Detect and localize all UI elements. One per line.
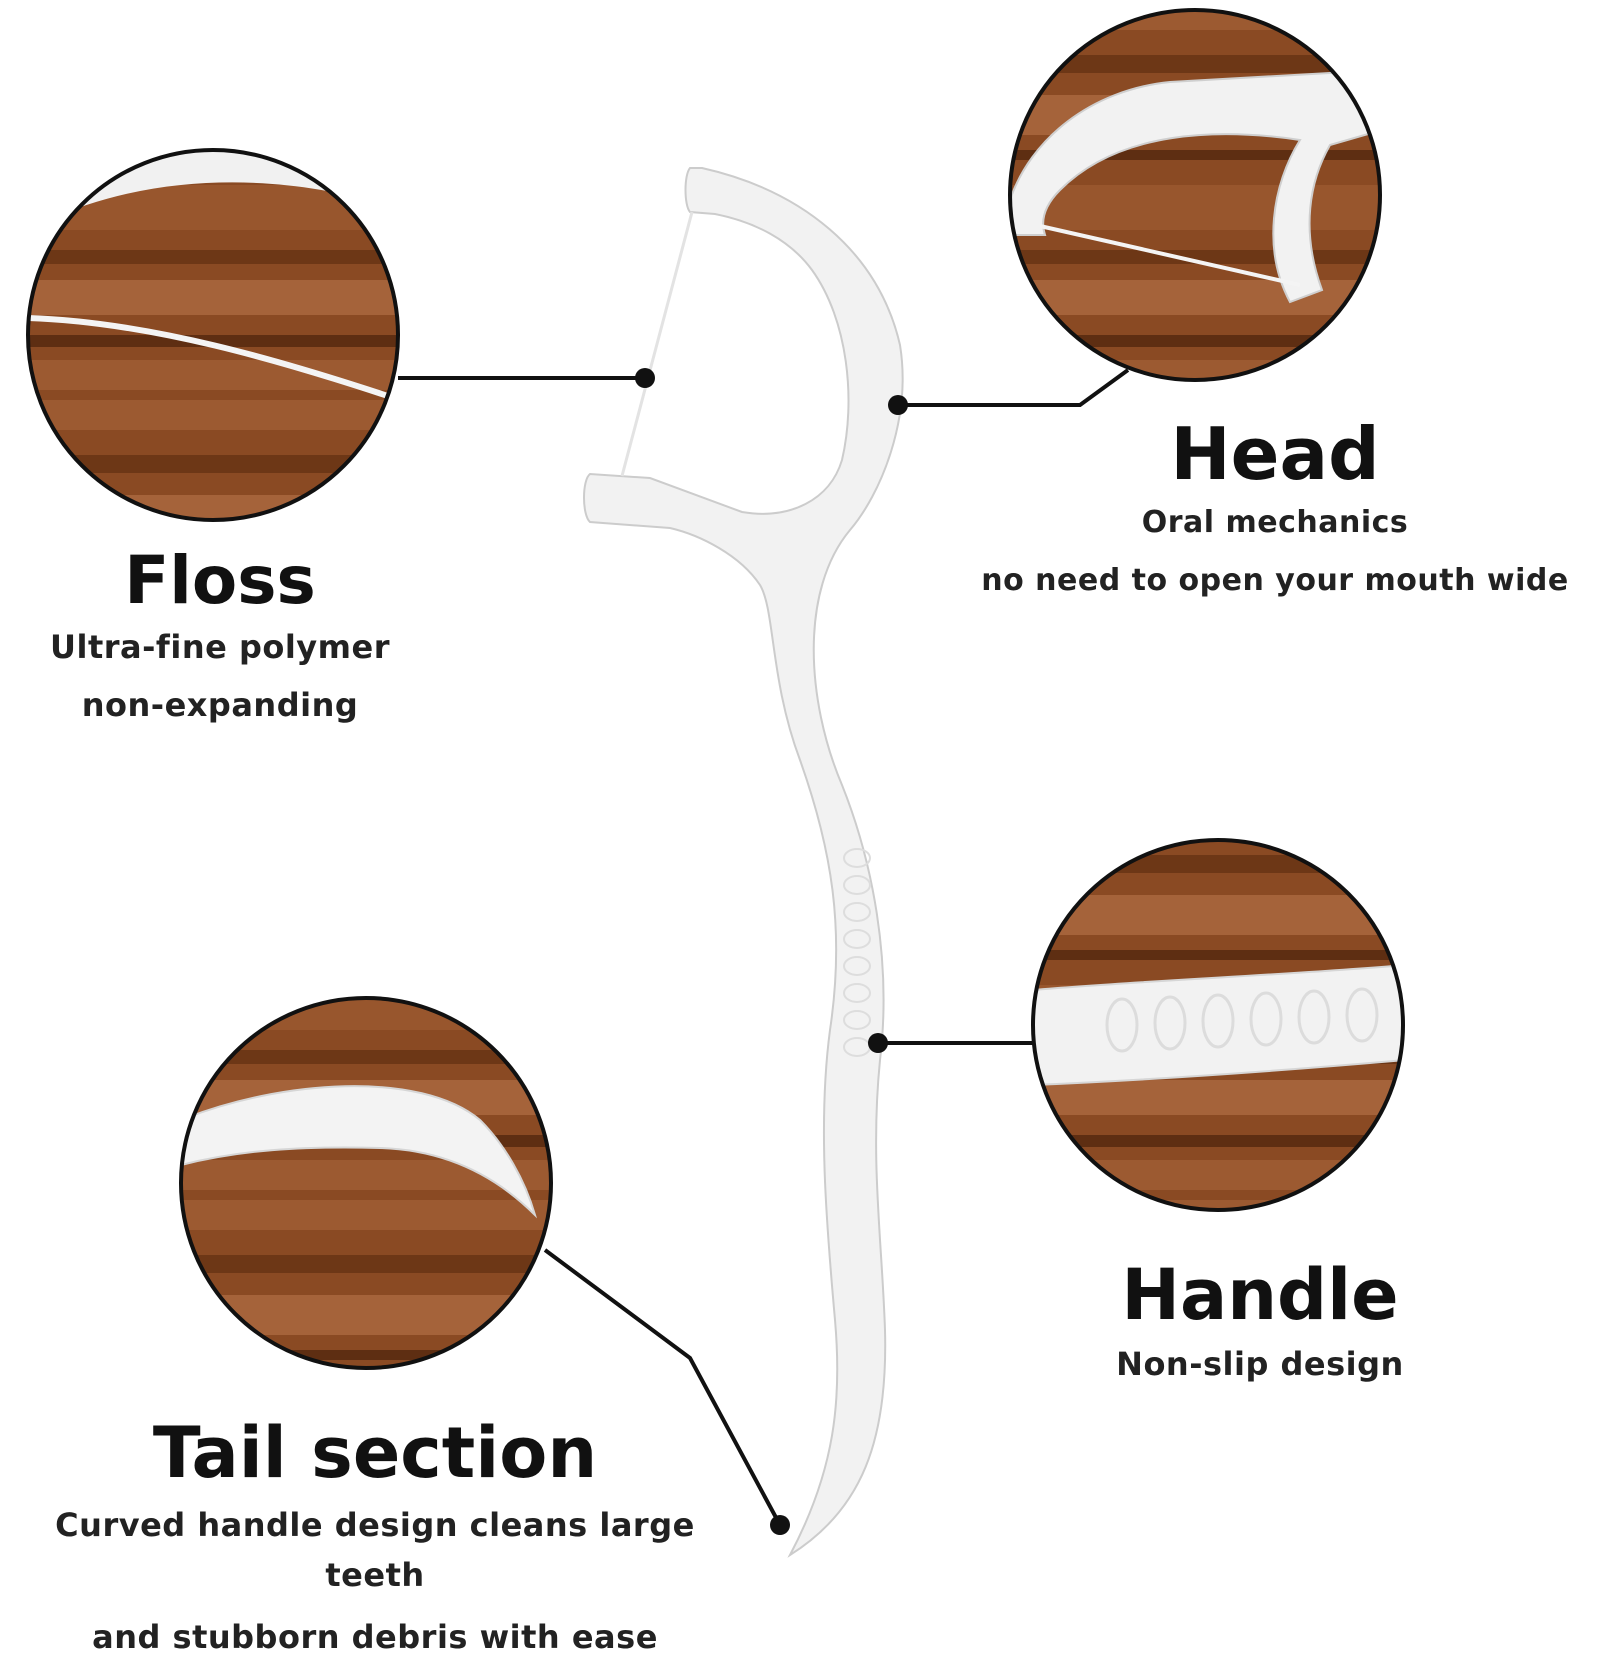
handle-title: Handle [1121,1254,1399,1336]
floss-detail-circle [26,148,400,522]
floss-callout: Floss Ultra-fine polymer non-expanding [20,548,420,730]
handle-callout: Handle Non-slip design [1050,1260,1470,1386]
handle-anchor-dot [868,1033,888,1053]
head-desc-line-2: no need to open your mouth wide [981,563,1569,598]
head-desc-line-1: Oral mechanics [1141,505,1409,540]
pick-body [583,167,904,1558]
floss-title: Floss [124,542,316,619]
diagram-canvas [26,8,1405,1558]
floss-string [620,211,694,477]
handle-detail-circle [1031,838,1405,1212]
tail-detail-circle [179,996,553,1370]
head-anchor-dot [888,395,908,415]
head-title: Head [1170,412,1380,496]
anchor-dots [635,368,908,1535]
tail-title: Tail section [152,1412,598,1494]
tail-desc-line-1: Curved handle design cleans large teeth [55,1506,695,1594]
tail-leader-line [543,1248,782,1526]
leader-lines [398,368,1130,1526]
tail-anchor-dot [770,1515,790,1535]
tail-desc-line-2: and stubborn debris with ease [92,1618,658,1656]
head-detail-circle [1008,8,1382,382]
head-callout: Head Oral mechanics no need to open your… [960,418,1590,606]
floss-anchor-dot [635,368,655,388]
floss-desc-line-1: Ultra-fine polymer [50,628,390,666]
handle-desc-line-1: Non-slip design [1116,1345,1404,1383]
floss-desc-line-2: non-expanding [81,686,359,724]
head-leader-line [898,368,1130,407]
tail-callout: Tail section Curved handle design cleans… [0,1418,750,1662]
